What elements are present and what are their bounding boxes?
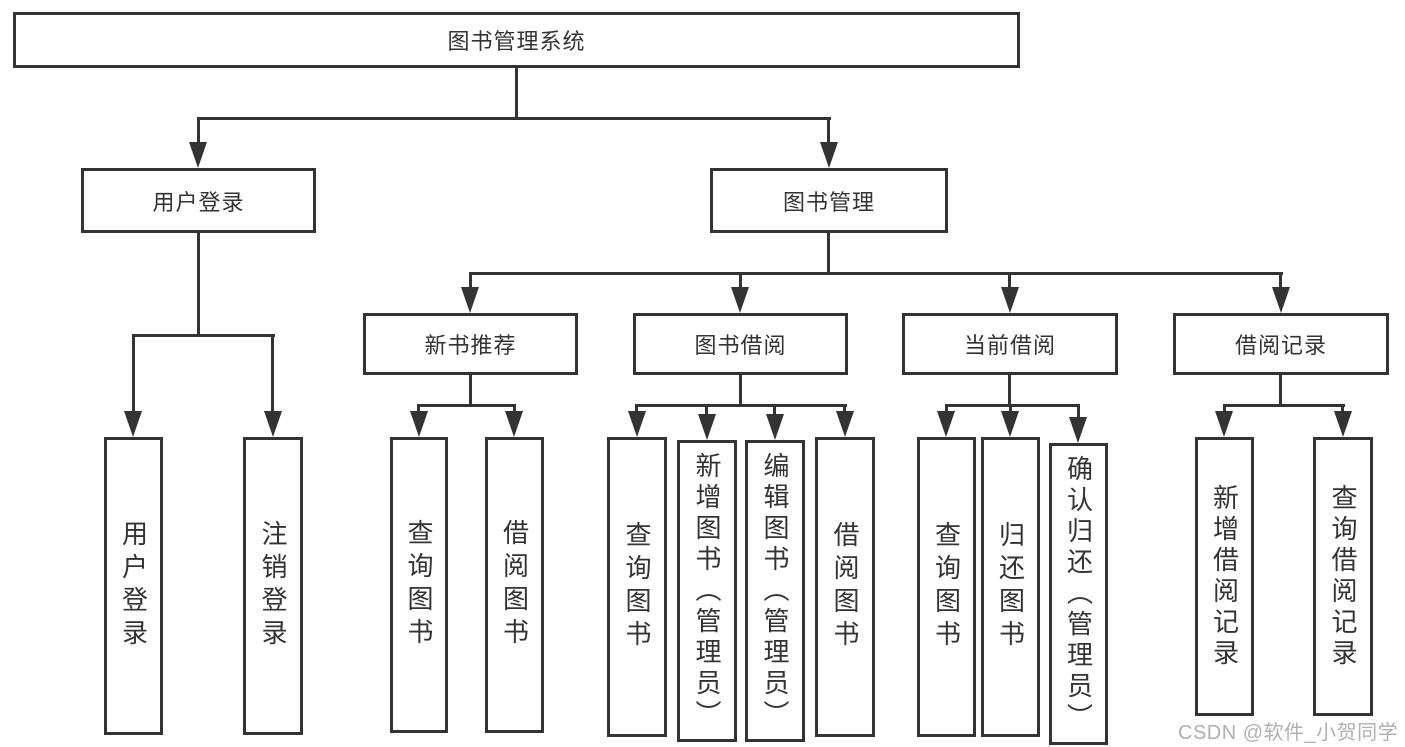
connector-l1-bar: [197, 117, 831, 120]
arrow-icon: [698, 414, 716, 440]
leaf-current-query-books: 查询图书: [917, 437, 976, 737]
connector-g3-bar: [635, 404, 847, 407]
connector-g4-bar: [945, 404, 1080, 407]
connector-userlogin-line1: [132, 334, 135, 411]
connector-g4-line1: [945, 404, 948, 414]
node-new-book-recommend: 新书推荐: [363, 313, 578, 375]
connector-l1-right-line: [827, 117, 830, 143]
arrow-icon: [937, 411, 955, 437]
arrow-icon: [410, 411, 428, 437]
arrow-icon: [1001, 287, 1019, 313]
connector-g3-line4: [843, 404, 846, 414]
arrow-icon: [628, 411, 646, 437]
connector-userlogin-stem: [197, 233, 200, 335]
connector-g4-line3: [1077, 404, 1080, 420]
arrow-icon: [124, 411, 142, 437]
leaf-borrow-add-books-admin: 新增图书（管理员）: [677, 440, 737, 742]
leaf-current-confirm-return-admin: 确认归还（管理员）: [1049, 443, 1108, 745]
connector-l3-line4: [1279, 272, 1282, 289]
leaf-current-return-books: 归还图书: [981, 437, 1040, 737]
connector-l1-left-line: [197, 117, 200, 143]
leaf-borrow-query-books: 查询图书: [607, 437, 667, 737]
connector-l3-line3: [1008, 272, 1011, 289]
arrow-icon: [836, 411, 854, 437]
leaf-newbook-query-books: 查询图书: [390, 437, 448, 733]
connector-g3-line3: [773, 404, 776, 417]
arrow-icon: [766, 414, 784, 440]
connector-g5-stem: [1279, 375, 1282, 407]
connector-l3-line1: [469, 272, 472, 289]
arrow-icon: [1215, 411, 1233, 437]
connector-g3-stem: [739, 375, 742, 407]
node-user-login: 用户登录: [81, 168, 316, 233]
arrow-icon: [1334, 411, 1352, 437]
connector-bookmgmt-stem: [827, 233, 830, 274]
connector-g2-stem: [469, 375, 472, 407]
arrow-icon: [461, 287, 479, 313]
arrow-icon: [731, 287, 749, 313]
connector-l3-line2: [739, 272, 742, 289]
csdn-watermark: CSDN @软件_小贺同学: [1178, 722, 1399, 744]
node-book-management: 图书管理: [710, 168, 948, 233]
node-current-borrow: 当前借阅: [902, 313, 1118, 375]
arrow-icon: [1069, 417, 1087, 443]
connector-g5-line1: [1223, 404, 1226, 414]
leaf-borrow-borrow-books: 借阅图书: [815, 437, 875, 737]
node-borrow-records: 借阅记录: [1173, 313, 1389, 375]
node-book-borrow: 图书借阅: [633, 313, 848, 375]
leaf-newbook-borrow-books: 借阅图书: [485, 437, 544, 733]
leaf-user-login: 用户登录: [104, 437, 163, 735]
leaf-logout: 注销登录: [243, 437, 303, 735]
connector-userlogin-line2: [271, 334, 274, 411]
arrow-icon: [820, 142, 838, 168]
arrow-icon: [1001, 411, 1019, 437]
leaf-borrow-edit-books-admin: 编辑图书（管理员）: [745, 440, 805, 742]
connector-g4-line2: [1009, 404, 1012, 414]
connector-g3-line1: [635, 404, 638, 414]
arrow-icon: [189, 142, 207, 168]
connector-root-stem: [515, 68, 518, 118]
connector-g2-line1: [417, 404, 420, 414]
leaf-records-add-record: 新增借阅记录: [1195, 437, 1254, 716]
connector-g5-bar: [1223, 404, 1345, 407]
arrow-icon: [505, 411, 523, 437]
connector-g2-line2: [513, 404, 516, 414]
arrow-icon: [264, 411, 282, 437]
connector-g4-stem: [1008, 375, 1011, 407]
connector-g3-line2: [705, 404, 708, 417]
connector-l2-bar: [469, 272, 1283, 275]
connector-userlogin-bar: [132, 334, 275, 337]
connector-g5-line2: [1341, 404, 1344, 414]
arrow-icon: [1272, 287, 1290, 313]
root-node-library-system: 图书管理系统: [13, 12, 1020, 68]
connector-g2-bar: [417, 404, 516, 407]
leaf-records-query-record: 查询借阅记录: [1313, 437, 1373, 716]
